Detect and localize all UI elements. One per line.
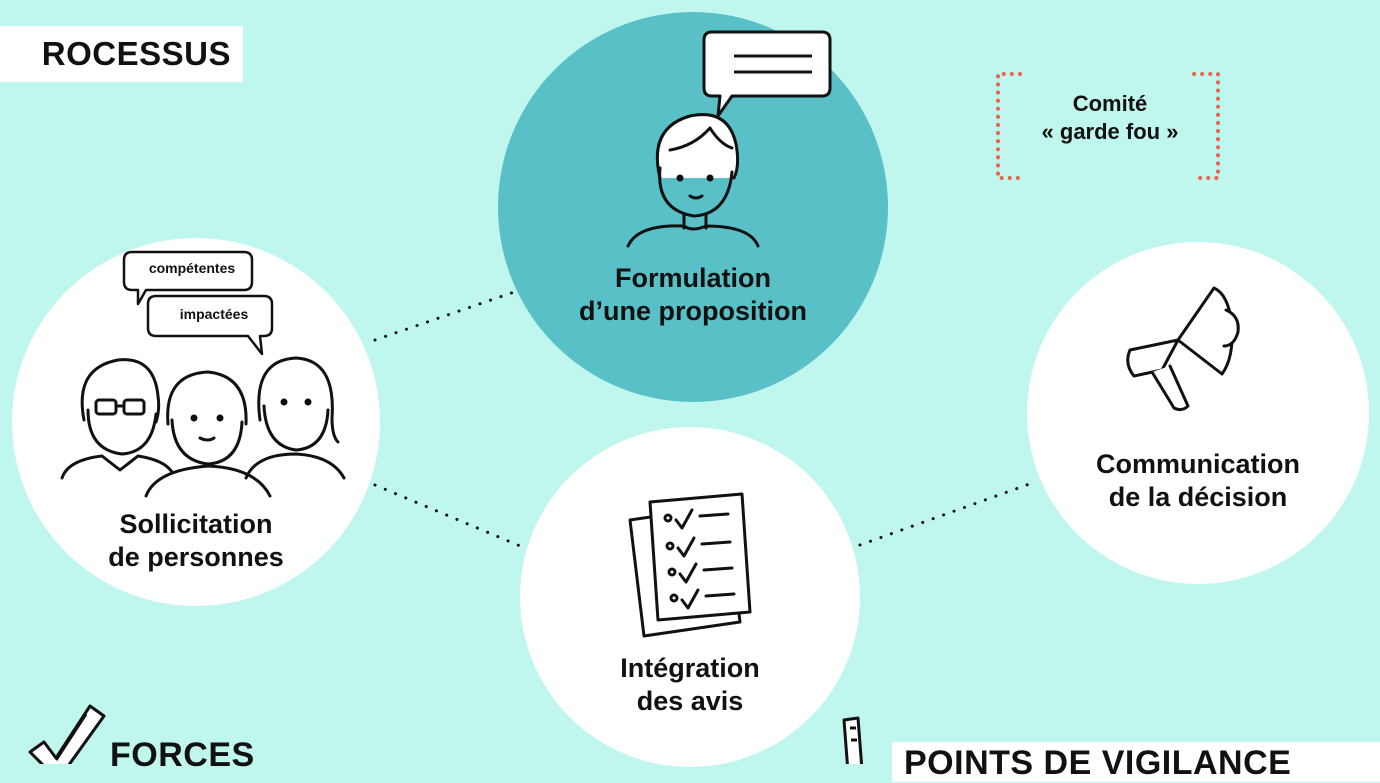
checklist-icon [628, 492, 752, 638]
label-formulation: Formulation d’une proposition [538, 262, 848, 328]
person-icon [626, 113, 760, 248]
megaphone-icon [1126, 286, 1240, 412]
icon-layer [60, 30, 1240, 638]
node-communication [1027, 242, 1369, 584]
label-integration: Intégration des avis [560, 652, 820, 718]
label-integration-line2: des avis [636, 686, 744, 716]
connector-sollicitation-formulation [373, 288, 522, 342]
comite-bracket-icon [996, 72, 1220, 180]
forces-title: FORCES [110, 736, 255, 774]
comite-line1: Comité [1072, 91, 1148, 116]
label-integration-line1: Intégration [620, 653, 760, 683]
people-group-icon [60, 356, 346, 498]
checkmark-icon [28, 704, 106, 764]
bubble-impactees-icon [146, 294, 274, 356]
label-sollicitation-line2: de personnes [108, 542, 284, 572]
bubble-competentes-label: compétentes [148, 260, 236, 276]
label-sollicitation-line1: Sollicitation [119, 509, 273, 539]
comite-bracket-layer [996, 72, 1220, 180]
label-communication: Communication de la décision [1058, 448, 1338, 514]
label-communication-line2: de la décision [1108, 482, 1288, 512]
connector-layer [373, 288, 1037, 550]
section-title: ROCESSUS [41, 35, 231, 72]
bubble-competentes-icon [122, 250, 254, 306]
bubble-impactees-label: impactées [179, 306, 249, 322]
exclamation-icon [842, 716, 864, 764]
section-title-box: ROCESSUS [0, 26, 243, 82]
label-formulation-line2: d’une proposition [579, 296, 807, 326]
comite-label: Comité « garde fou » [1040, 90, 1180, 146]
connector-integration-communication [858, 480, 1037, 547]
label-sollicitation: Sollicitation de personnes [56, 508, 336, 574]
speech-bubble-icon [702, 30, 832, 118]
label-formulation-line1: Formulation [615, 263, 771, 293]
bottom-icon-layer [28, 704, 864, 764]
label-communication-line1: Communication [1095, 449, 1300, 479]
comite-line2: « garde fou » [1041, 119, 1179, 144]
